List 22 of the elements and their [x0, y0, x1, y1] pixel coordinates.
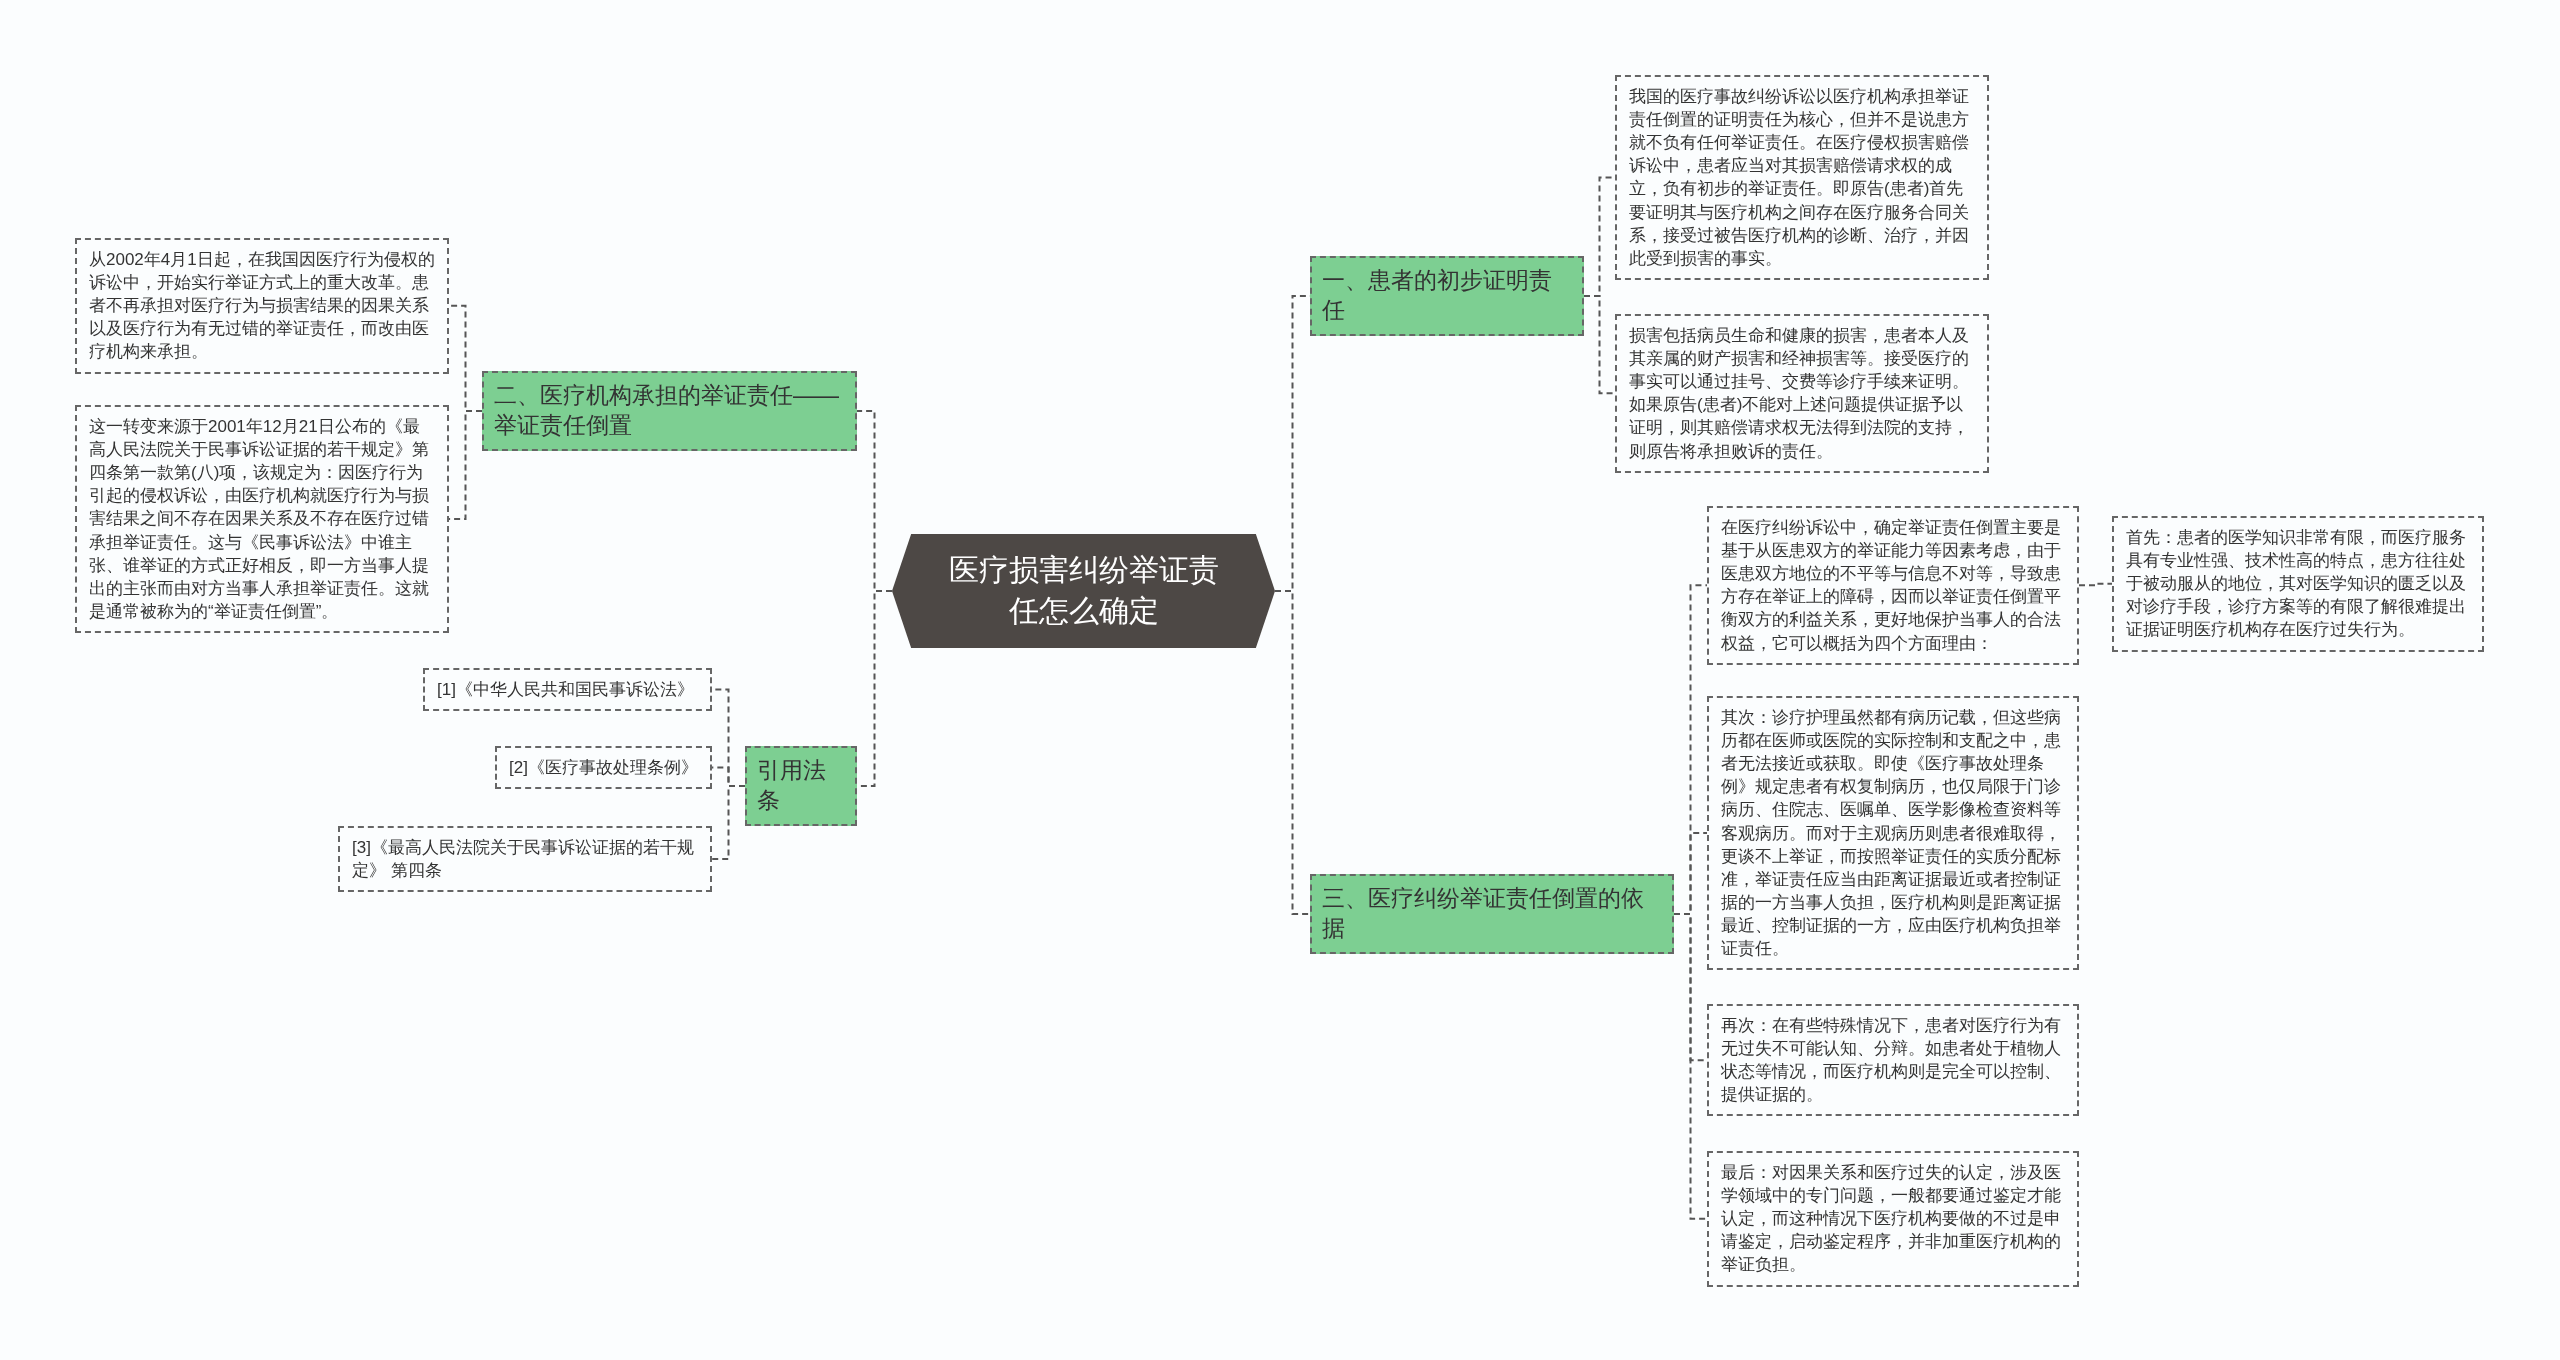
note-box: 其次：诊疗护理虽然都有病历记载，但这些病历都在医师或医院的实际控制和支配之中，患者无法接近或获取。即使《医疗事故处理条例》规定患者有权复制病历，也仅局限于门诊病历、住院志、医嘱单、医学影像检查资料等客观病历。而对于主观病历则患者很难取得，更谈不上举证，而按照举证责任的实质分配标准，举证责任应当由距离证据最近或者控制证据的一方当事人负担，医疗机构则是距离证据最近、控制证据的一方，应由医疗机构负担举证责任。: [1707, 696, 2079, 971]
topic-box: 二、医疗机构承担的举证责任——举证责任倒置: [482, 371, 857, 451]
connector-line: [2078, 582, 2113, 587]
topic-box: 一、患者的初步证明责任: [1310, 256, 1584, 336]
topic-box: 三、医疗纠纷举证责任倒置的依据: [1310, 874, 1674, 954]
topic-box: 引用法条: [745, 746, 857, 826]
note-box: 最后：对因果关系和医疗过失的认定，涉及医学领域中的专门问题，一般都要通过鉴定才能认定，而这种情况下医疗机构要做的不过是申请鉴定，启动鉴定程序，并非加重医疗机构的举证负担。: [1707, 1151, 2079, 1287]
central-topic-hexagon: 医疗损害纠纷举证责任怎么确定: [892, 534, 1275, 648]
note-box: 从2002年4月1日起，在我国因医疗行为侵权的诉讼中，开始实行举证方式上的重大改革。患者不再承担对医疗行为与损害结果的因果关系以及医疗行为有无过错的举证责任，而改由医疗机构来承担。: [75, 238, 449, 374]
note-box: 在医疗纠纷诉讼中，确定举证责任倒置主要是基于从医患双方的举证能力等因素考虑，由于医患双方地位的不平等与信息不对等，导致患方存在举证上的障碍，因而以举证责任倒置平衡双方的利益关系，更好地保护当事人的合法权益，它可以概括为四个方面理由：: [1707, 506, 2079, 665]
note-box: 这一转变来源于2001年12月21日公布的《最高人民法院关于民事诉讼证据的若干规定》第四条第一款第(八)项，该规定为：因医疗行为引起的侵权诉讼，由医疗机构就医疗行为与损害结果之间不存在因果关系及不存在医疗过错承担举证责任。这与《民事诉讼法》中谁主张、谁举证的方式正好相反，即一方当事人提出的主张而由对方当事人承担举证责任。这就是通常被称为的“举证责任倒置”。: [75, 405, 449, 633]
note-box: 我国的医疗事故纠纷诉讼以医疗机构承担举证责任倒置的证明责任为核心，但并不是说患方就不负有任何举证责任。在医疗侵权损害赔偿诉讼中，患者应当对其损害赔偿请求权的成立，负有初步的举证责任。即原告(患者)首先要证明其与医疗机构之间存在医疗服务合同关系，接受过被告医疗机构的诊断、治疗，并因此受到损害的事实。: [1615, 75, 1989, 280]
note-box: [2]《医疗事故处理条例》: [495, 746, 712, 790]
connector-line: [1274, 590, 1311, 915]
connector-line: [711, 784, 746, 861]
connector-line: [1673, 912, 1708, 1220]
connector-line: [1583, 294, 1616, 395]
note-box: [1]《中华人民共和国民事诉讼法》: [423, 668, 712, 712]
note-box: 损害包括病员生命和健康的损害，患者本人及其亲属的财产损害和经神损害等。接受医疗的事实可以通过挂号、交费等诊疗手续来证明。如果原告(患者)不能对上述问题提供证据予以证明，则其赔偿请求权无法得到法院的支持，则原告将承担败诉的责任。: [1615, 314, 1989, 473]
note-box: 再次：在有些特殊情况下，患者对医疗行为有无过失不可能认知、分辩。如患者处于植物人状态等情况，而医疗机构则是完全可以控制、提供证据的。: [1707, 1004, 2079, 1117]
note-box: [3]《最高人民法院关于民事诉讼证据的若干规定》 第四条: [338, 826, 712, 893]
note-box: 首先：患者的医学知识非常有限，而医疗服务具有专业性强、技术性高的特点，患方往往处于被动服从的地位，其对医学知识的匮乏以及对诊疗手段，诊疗方案等的有限了解很难提出证据证明医疗机构存在医疗过失行为。: [2112, 516, 2484, 652]
